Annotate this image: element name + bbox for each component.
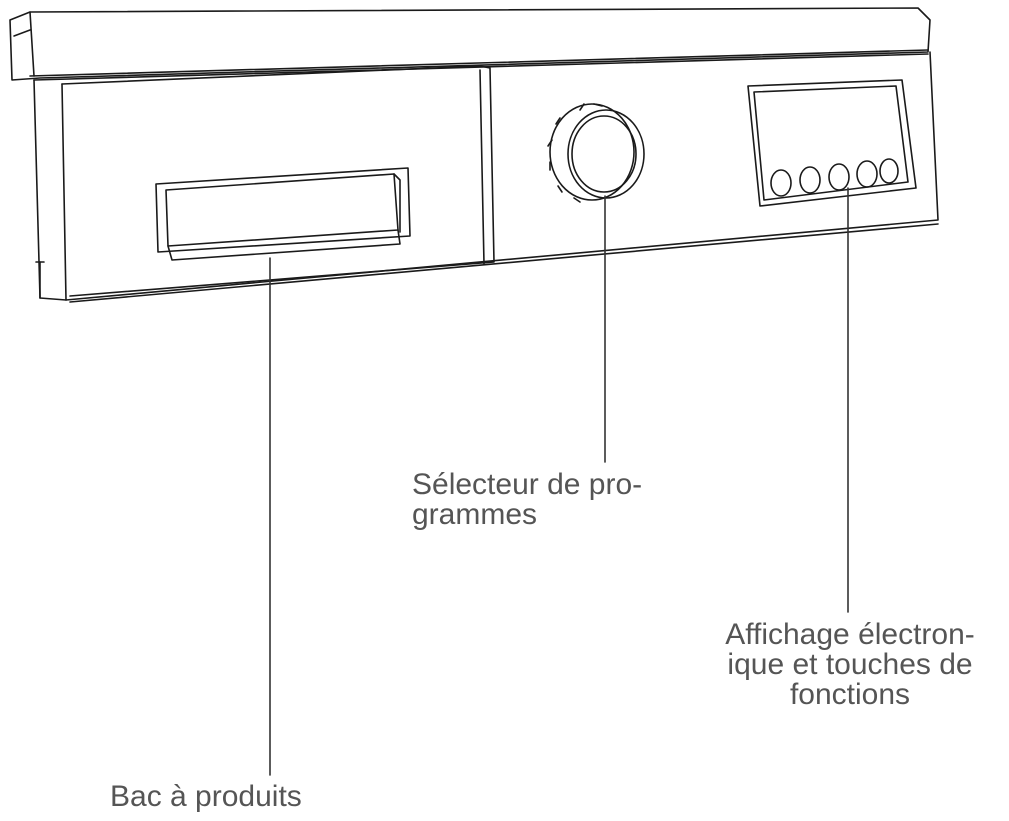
display-and-buttons-label: Affichage électron- ique et touches de f… bbox=[700, 620, 1000, 710]
function-button-1 bbox=[770, 169, 792, 197]
program-selector-label-line-2: grammes bbox=[412, 498, 538, 531]
control-panel-body bbox=[9, 7, 939, 303]
function-button-3 bbox=[828, 163, 850, 191]
program-selector-label: Sélecteur de pro- grammes bbox=[412, 470, 642, 530]
display-label-line-3: fonctions bbox=[789, 678, 911, 711]
detergent-tray-label: Bac à produits bbox=[110, 782, 302, 812]
knob-outer-ring bbox=[549, 103, 635, 201]
display-screen bbox=[747, 79, 917, 207]
function-button-2 bbox=[799, 166, 821, 194]
program-selector-knob bbox=[547, 103, 645, 203]
display-panel bbox=[747, 79, 917, 207]
knob-face bbox=[567, 109, 645, 199]
tray-handle bbox=[155, 167, 411, 253]
program-selector-label-line-1: Sélecteur de pro- bbox=[412, 468, 643, 501]
function-button-4 bbox=[856, 160, 878, 188]
detergent-tray bbox=[61, 65, 495, 297]
detergent-tray-label-line-1: Bac à produits bbox=[110, 780, 302, 813]
display-label-line-1: Affichage électron- bbox=[725, 618, 975, 651]
function-button-5 bbox=[879, 158, 899, 184]
display-label-line-2: ique et touches de bbox=[727, 648, 973, 681]
function-buttons bbox=[770, 158, 899, 197]
